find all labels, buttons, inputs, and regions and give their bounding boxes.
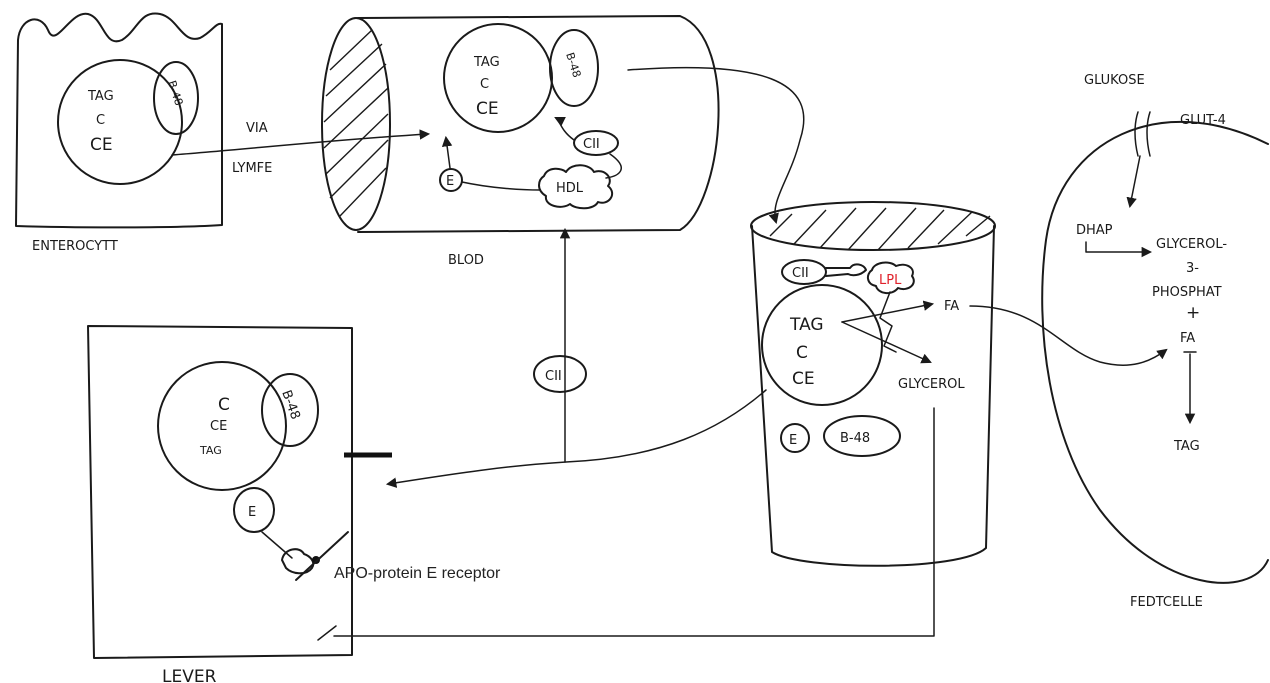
liver-corner-mark [318, 626, 336, 640]
free-cii-label: CII [545, 369, 562, 384]
cii-from-hdl-line [606, 154, 621, 178]
dhap-to-g3p-arrow [1086, 242, 1150, 252]
blood-particle-line-3: CE [476, 99, 499, 119]
enterocyte-particle-line-1: TAG [87, 89, 114, 104]
fat-cell-g3p-line-2: 3- [1186, 261, 1199, 276]
liver-particle-line-2: CE [210, 419, 227, 434]
blood-hdl-label: HDL [556, 181, 584, 196]
fat-cell-tag-label: TAG [1173, 439, 1200, 454]
capillary-outline [752, 226, 994, 566]
remnant-to-liver-arrow [388, 390, 766, 484]
glut4-channel-left [1135, 112, 1138, 156]
capillary-chylomicron [762, 285, 882, 405]
fat-cell-outline [1042, 122, 1268, 583]
enterocyte: TAG C CE B-48 ENTEROCYTT [16, 13, 222, 254]
fat-cell-g3p-line-3: PHOSPHAT [1152, 285, 1222, 300]
capillary-opening [751, 202, 995, 250]
tag-to-fa-arrow [842, 304, 932, 322]
liver-outline [88, 326, 352, 658]
cii-lpl-link [826, 264, 866, 276]
fat-cell-dhap-label: DHAP [1076, 223, 1113, 238]
blood-apo-e-label: E [446, 174, 454, 189]
capillary-cii-label: CII [792, 266, 809, 281]
fat-cell-plus: + [1186, 303, 1200, 323]
capillary-particle-line-1: TAG [789, 315, 824, 335]
enterocyte-cell-outline [16, 13, 222, 227]
blood-apo-label: B-48 [563, 51, 583, 79]
enterocyte-label: ENTEROCYTT [32, 239, 118, 254]
capillary-fa-label: FA [944, 299, 959, 314]
receptor-label: APO-protein E receptor [334, 565, 501, 582]
fat-cell-fa-label: FA [1180, 331, 1195, 346]
fat-cell-glut4-label: GLUT-4 [1180, 113, 1226, 128]
liver-label: LEVER [162, 667, 217, 683]
blood-particle-line-2: C [480, 77, 489, 92]
blood-label: BLOD [448, 253, 484, 268]
capillary-particle-line-3: CE [792, 369, 815, 389]
e-to-chylomicron-arrow [446, 138, 450, 168]
blood-cii-label: CII [583, 137, 600, 152]
enterocyte-apo-label: B-48 [165, 79, 185, 107]
capillary-particle-line-2: C [796, 343, 808, 363]
capillary-glycerol-label: GLYCEROL [898, 377, 965, 392]
capillary: CII LPL TAG C CE FA GLYCEROL E B-48 [751, 202, 995, 566]
apo-e-stalk [262, 532, 292, 558]
blood-vessel: TAG C CE B-48 CII HDL E BLOD [322, 16, 719, 268]
blood-particle-line-1: TAG [473, 55, 500, 70]
liver-particle-line-3: TAG [199, 444, 222, 457]
fa-to-fatcell-arrow [970, 306, 1166, 365]
capillary-lpl-label: LPL [879, 273, 902, 288]
liver: C CE TAG B-48 E APO-protein E receptor L… [88, 326, 501, 683]
fat-cell-g3p-line-1: GLYCEROL- [1156, 237, 1227, 252]
blood-vessel-outline [358, 16, 719, 232]
enterocyte-chylomicron [58, 60, 182, 184]
blood-vessel-opening [322, 18, 390, 230]
capillary-b48-label: B-48 [840, 431, 870, 446]
fat-cell-label: FEDTCELLE [1130, 595, 1203, 610]
cii-to-chylomicron-arrow [556, 118, 574, 140]
fat-cell-glucose-label: GLUKOSE [1084, 73, 1145, 88]
transport-label-1: VIA [246, 121, 268, 136]
fat-cell: GLUKOSE GLUT-4 DHAP GLYCEROL- 3- PHOSPHA… [1042, 73, 1268, 610]
transport-label-2: LYMFE [232, 161, 272, 176]
capillary-apo-e-label: E [789, 433, 797, 448]
e-to-hdl-line [462, 182, 540, 190]
glut4-channel-right [1147, 112, 1150, 156]
glucose-to-dhap-arrow [1130, 156, 1140, 206]
liver-particle-line-1: C [218, 395, 230, 415]
liver-apo-e-label: E [248, 505, 256, 520]
enterocyte-particle-line-2: C [96, 113, 105, 128]
tag-to-glycerol-arrow [842, 322, 930, 362]
enterocyte-particle-line-3: CE [90, 135, 113, 155]
blood-vessel-hatching [324, 30, 388, 216]
